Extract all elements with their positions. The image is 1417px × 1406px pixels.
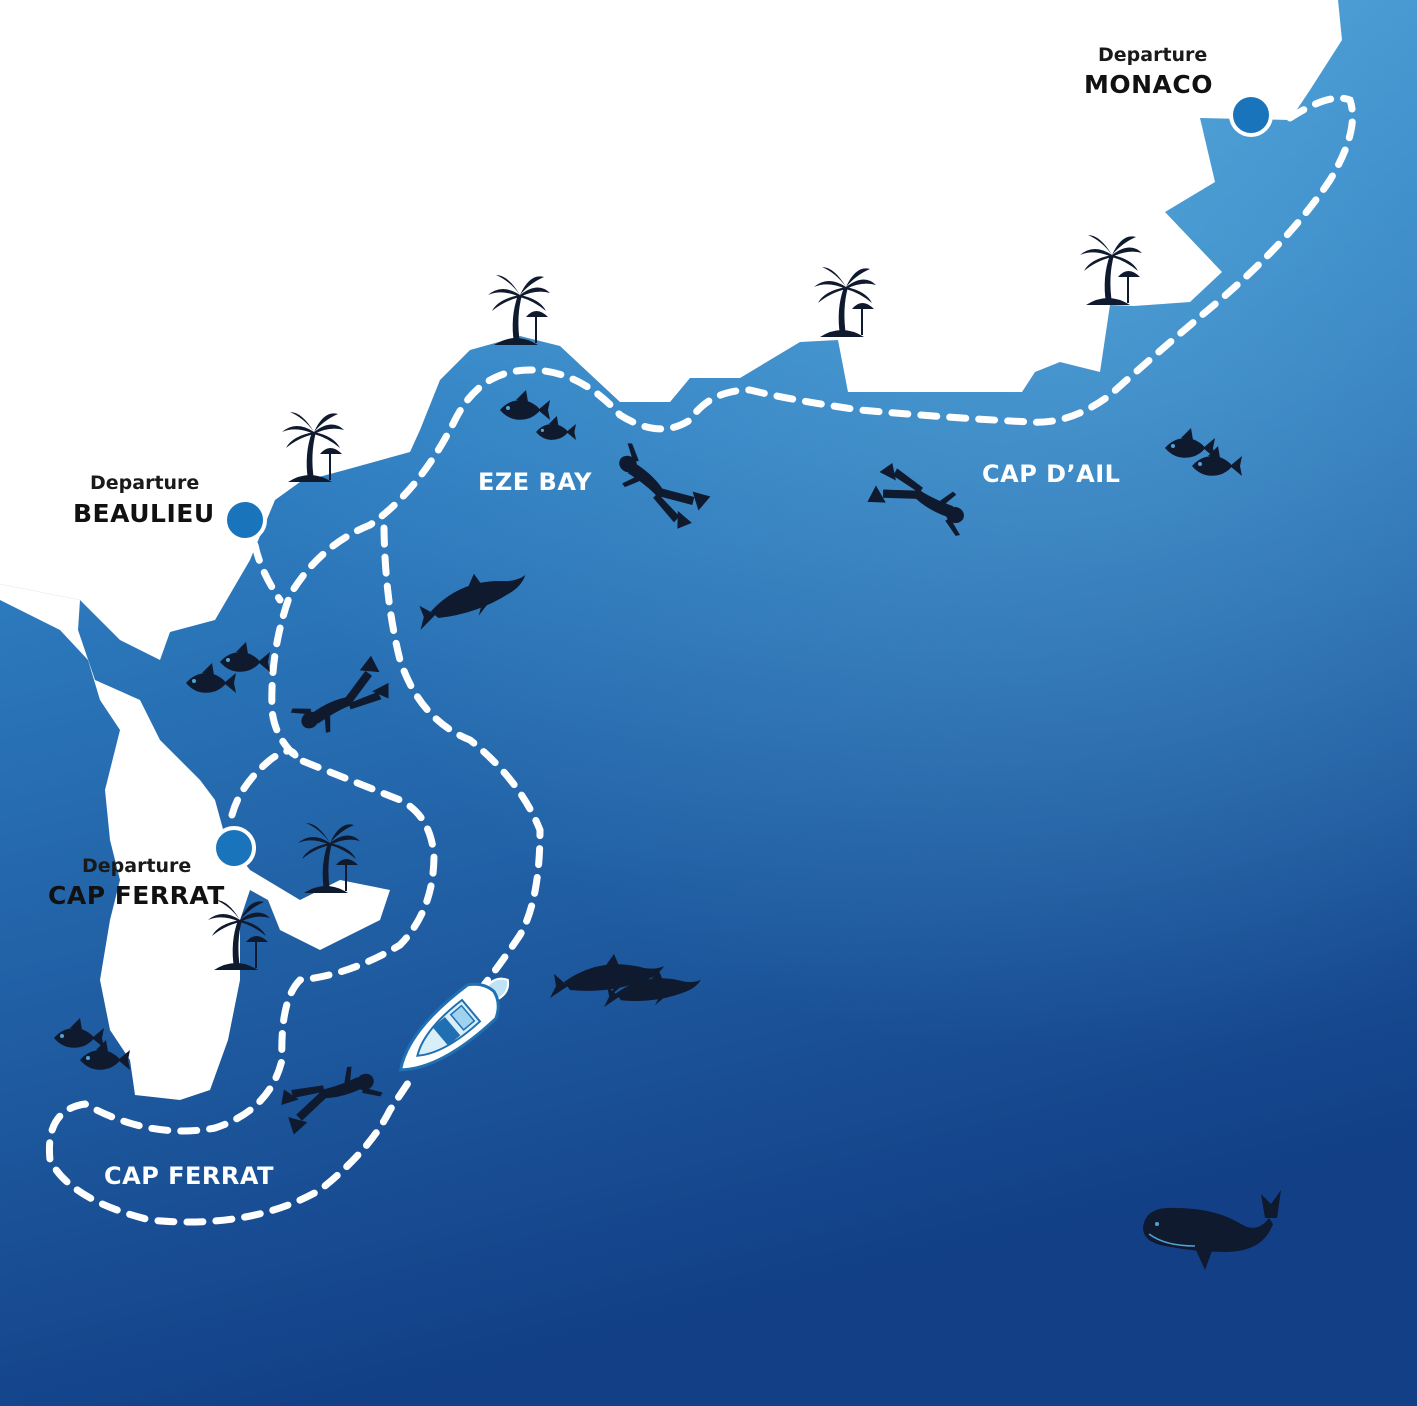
mainland — [0, 0, 1342, 660]
speedboat-icon — [398, 977, 510, 1072]
route — [45, 94, 1356, 1226]
departure-marker-beaulieu — [223, 498, 267, 542]
departure-caption-monaco: Departure — [1098, 44, 1208, 66]
departure-caption-cap-ferrat: Departure — [82, 855, 192, 877]
departure-marker-cap-ferrat — [212, 826, 256, 870]
area-label-eze-bay: EZE BAY — [478, 468, 592, 496]
departure-marker-monaco — [1229, 93, 1273, 137]
departure-name-cap-ferrat: CAP FERRAT — [48, 881, 225, 910]
cap-ferrat-peninsula — [0, 584, 390, 1100]
area-label-cap-dail: CAP D’AIL — [982, 460, 1121, 488]
departure-name-monaco: MONACO — [1084, 70, 1214, 99]
departure-name-beaulieu: BEAULIEU — [73, 499, 215, 528]
departure-caption-beaulieu: Departure — [90, 472, 200, 494]
area-label-cap-ferrat: CAP FERRAT — [104, 1162, 274, 1190]
